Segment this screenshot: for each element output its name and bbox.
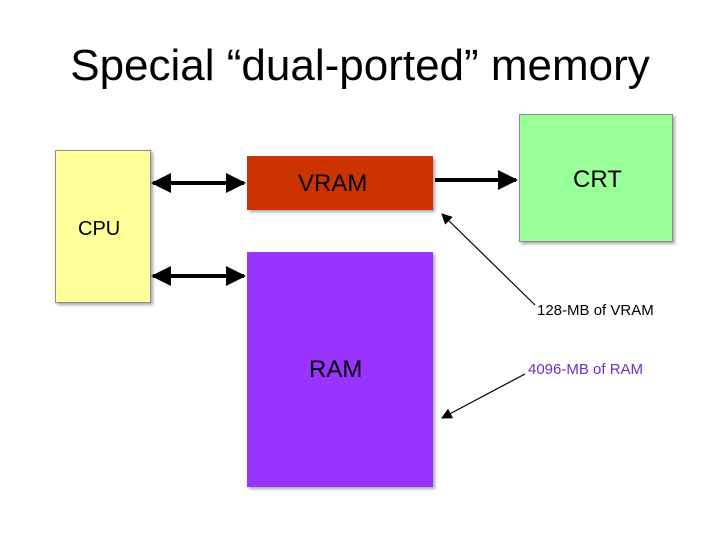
cpu-label: CPU	[78, 218, 121, 240]
cpu-box	[55, 150, 151, 303]
vram-size-pointer	[441, 213, 536, 306]
crt-label: CRT	[573, 166, 622, 193]
ram-size-pointer	[441, 373, 526, 419]
vram-label: VRAM	[298, 170, 368, 197]
ram-size-annotation: 4096-MB of RAM	[528, 361, 644, 378]
vram-size-annotation: 128-MB of VRAM	[537, 302, 654, 319]
vram-box	[247, 156, 433, 210]
ram-label: RAM	[309, 356, 363, 383]
ram-box	[247, 252, 433, 487]
crt-box	[519, 114, 673, 242]
slide-title: Special “dual-ported” memory	[70, 41, 650, 90]
